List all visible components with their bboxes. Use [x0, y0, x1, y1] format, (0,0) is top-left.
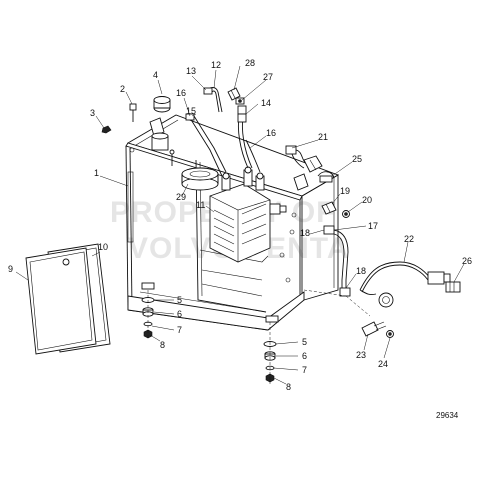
harness-22: [359, 261, 451, 308]
pump-assembly: [209, 166, 287, 263]
callout-7-right: 7: [302, 365, 307, 375]
callout-27: 27: [263, 72, 273, 82]
callout-18-upper: 18: [300, 228, 310, 238]
cover-panel-9: [25, 247, 97, 355]
callout-14: 14: [261, 98, 271, 108]
filler-cap: [153, 96, 171, 113]
callout-9: 9: [8, 264, 13, 274]
sensor-21: [285, 145, 323, 173]
callout-29: 29: [176, 192, 186, 202]
callout-3: 3: [90, 108, 95, 118]
clip-25: [317, 171, 335, 183]
callout-5-left: 5: [177, 295, 182, 305]
callout-11: 11: [196, 200, 205, 210]
callout-6-right: 6: [302, 351, 307, 361]
callout-20: 20: [362, 195, 372, 205]
callout-8-left: 8: [160, 340, 165, 350]
callout-5-right: 5: [302, 337, 307, 347]
damper-left: [141, 290, 155, 340]
callout-10: 10: [98, 242, 108, 252]
callout-19: 19: [340, 186, 350, 196]
callout-4: 4: [153, 70, 158, 80]
reservoir: [151, 132, 169, 151]
callout-13: 13: [186, 66, 196, 76]
damper-right: [263, 322, 277, 384]
callout-2: 2: [120, 84, 125, 94]
washer-20: [342, 210, 350, 218]
callouts: 1 2 3 4 5 5 6 6 7 7 8 8 9 10 11 12 13 14…: [8, 58, 472, 392]
screw-2: [129, 103, 137, 122]
callout-18-lower: 18: [356, 266, 366, 276]
fitting-28: [227, 87, 241, 101]
nut-3: [101, 125, 112, 134]
callout-16-right: 16: [266, 128, 276, 138]
container-29: [169, 149, 219, 191]
callout-23: 23: [356, 350, 366, 360]
callout-26: 26: [462, 256, 472, 266]
leader-lines: [15, 65, 465, 385]
callout-7-left: 7: [177, 325, 182, 335]
callout-17: 17: [368, 221, 378, 231]
nipple-19: [321, 201, 337, 215]
washer-24: [386, 330, 394, 338]
callout-1: 1: [94, 168, 99, 178]
callout-8-right: 8: [286, 382, 291, 392]
callout-6-left: 6: [177, 309, 182, 319]
callout-25: 25: [352, 154, 362, 164]
callout-21: 21: [318, 132, 328, 142]
fitting-27: [235, 97, 245, 105]
callout-28: 28: [245, 58, 255, 68]
callout-22: 22: [404, 234, 414, 244]
callout-16-top: 16: [176, 88, 186, 98]
callout-12: 12: [211, 60, 221, 70]
fitting-14: [237, 113, 247, 123]
callout-24: 24: [378, 359, 388, 369]
callout-15: 15: [186, 106, 196, 116]
drawing-number: 29634: [436, 411, 459, 420]
sensor-23: [361, 321, 387, 337]
connector-26: [445, 281, 461, 293]
